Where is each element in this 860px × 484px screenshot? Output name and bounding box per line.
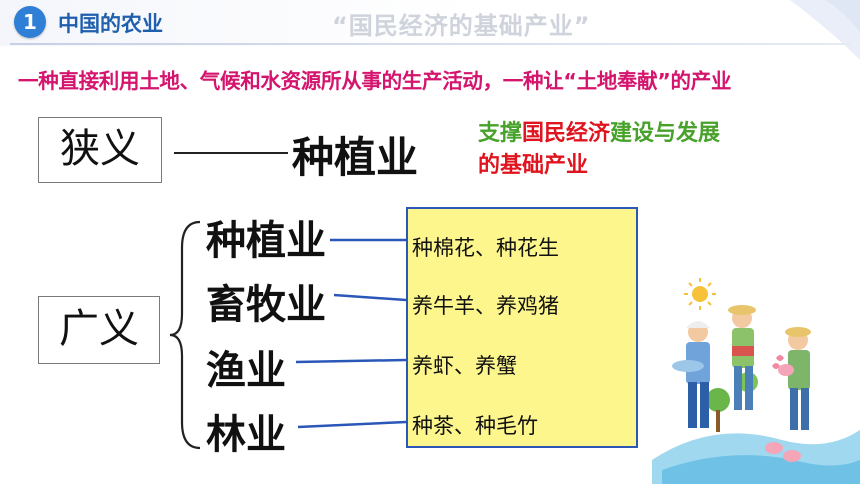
narrow-sense-label: 狭义 <box>38 117 162 183</box>
connector-forestry <box>297 420 407 429</box>
narrow-sense-role: 支撑国民经济建设与发展 的基础产业 <box>478 118 720 182</box>
farmers-illustration-icon <box>652 278 860 484</box>
broad-term-planting: 种植业 <box>206 218 326 264</box>
example-livestock: 养牛羊、养鸡猪 <box>412 294 559 318</box>
section-title: 中国的农业 <box>58 12 163 36</box>
narrow-dash-line <box>174 152 288 154</box>
example-fishery: 养虾、养蟹 <box>412 354 517 378</box>
role-line-2: 的基础产业 <box>478 153 589 178</box>
connector-livestock <box>333 293 407 302</box>
header-band <box>0 0 860 46</box>
role-part-3: 建设与发展 <box>610 121 721 146</box>
examples-box <box>406 207 638 448</box>
role-part-2: 国民经济 <box>522 121 611 146</box>
example-planting: 种棉花、种花生 <box>412 236 559 260</box>
role-part-1: 支撑 <box>478 121 523 146</box>
agriculture-definition: 一种直接利用土地、气候和水资源所从事的生产活动，一种让“土地奉献”的产业 <box>18 69 732 93</box>
broad-term-livestock: 畜牧业 <box>206 282 326 328</box>
section-number-badge: 1 <box>14 6 46 38</box>
example-forestry: 种茶、种毛竹 <box>412 414 538 438</box>
brace-icon <box>169 220 201 450</box>
role-line-1: 支撑国民经济建设与发展 <box>478 118 720 150</box>
connector-fishery <box>295 358 407 364</box>
header-divider <box>10 43 850 45</box>
narrow-sense-term: 种植业 <box>292 133 419 182</box>
corner-decoration-icon <box>790 0 860 60</box>
broad-sense-label: 广义 <box>38 296 160 364</box>
broad-term-forestry: 林业 <box>206 412 286 458</box>
broad-term-fishery: 渔业 <box>206 348 286 394</box>
slogan-title: “国民经济的基础产业” <box>332 12 591 40</box>
